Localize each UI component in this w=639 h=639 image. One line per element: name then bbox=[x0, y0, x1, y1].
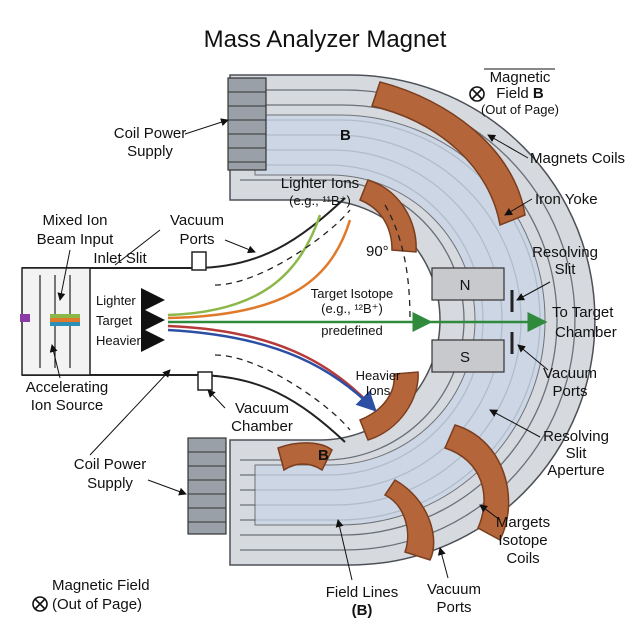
inlet-tube bbox=[22, 197, 346, 443]
coil-stack-bottom bbox=[187, 437, 227, 535]
beam-target-label: Target bbox=[96, 313, 133, 328]
label-accel-2: Ion Source bbox=[31, 397, 104, 414]
label-target-iso-1: Target Isotope bbox=[311, 286, 393, 301]
magnet-coils bbox=[277, 81, 526, 561]
label-vacuum-ports-right-2: Ports bbox=[552, 383, 587, 400]
label-vacuum-ports-top-2: Ports bbox=[179, 231, 214, 248]
label-margets-1: Margets bbox=[496, 514, 550, 531]
label-vacuum-chamber-2: Chamber bbox=[231, 418, 293, 435]
label-to-target-2: Chamber bbox=[555, 324, 617, 341]
label-heavier-ions-2: Ions bbox=[366, 383, 391, 398]
coil-stack-top bbox=[227, 77, 267, 171]
label-vacuum-ports-bottom-1: Vacuum bbox=[427, 581, 481, 598]
field-out-of-page-icon bbox=[32, 596, 48, 612]
b-label-top: B bbox=[340, 127, 351, 144]
label-target-iso-2: (e.g., ¹²B⁺) bbox=[321, 301, 383, 316]
label-lighter-ions-1: Lighter Ions bbox=[281, 175, 359, 192]
label-coil-power-top-2: Supply bbox=[127, 143, 173, 160]
legend-bottom-line2: (Out of Page) bbox=[52, 596, 142, 613]
diagram-title: Mass Analyzer Magnet bbox=[204, 26, 447, 53]
callout-labels: Coil Power Supply Magnets Coils Iron Yok… bbox=[26, 118, 625, 619]
ion-source bbox=[20, 267, 91, 376]
label-mixed-1: Mixed Ion bbox=[42, 212, 107, 229]
pole-s-label: S bbox=[460, 349, 470, 366]
angle-label: 90° bbox=[366, 243, 389, 260]
b-label-bottom: B bbox=[318, 447, 329, 464]
ion-beams bbox=[167, 214, 548, 412]
legend-top-line2: Field B bbox=[496, 85, 544, 102]
legend-top-line1: Magnetic bbox=[490, 69, 551, 86]
label-inlet-slit: Inlet Slit bbox=[93, 250, 147, 267]
label-coil-power-top-1: Coil Power bbox=[114, 125, 187, 142]
pole-pieces: N S bbox=[431, 267, 505, 373]
label-iron-yoke: Iron Yoke bbox=[535, 191, 598, 208]
label-margets-3: Coils bbox=[506, 550, 539, 567]
label-mixed-2: Beam Input bbox=[37, 231, 115, 248]
label-vacuum-ports-right-1: Vacuum bbox=[543, 365, 597, 382]
label-resolving-slit-1: Resolving bbox=[532, 244, 598, 261]
label-accel-1: Accelerating bbox=[26, 379, 109, 396]
label-to-target-1: To Target bbox=[552, 304, 614, 321]
label-vacuum-chamber-1: Vacuum bbox=[235, 400, 289, 417]
label-coil-power-bottom-2: Supply bbox=[87, 475, 133, 492]
legend-top-line3: (Out of Page) bbox=[481, 102, 559, 117]
beam-heavier-label: Heavier bbox=[96, 333, 141, 348]
label-vacuum-ports-bottom-2: Ports bbox=[436, 599, 471, 616]
label-margets-2: Isotope bbox=[498, 532, 547, 549]
label-resolving-aperture-3: Aperture bbox=[547, 462, 605, 479]
label-resolving-aperture-2: Slit bbox=[566, 445, 588, 462]
label-field-lines-1: Field Lines bbox=[326, 584, 399, 601]
pole-n-label: N bbox=[460, 277, 471, 294]
beam-legend: Lighter Target Heavier bbox=[96, 288, 165, 352]
label-heavier-ions-1: Heavier bbox=[356, 368, 401, 383]
label-magnets-coils: Magnets Coils bbox=[530, 150, 625, 167]
label-resolving-slit-2: Slit bbox=[555, 261, 577, 278]
label-lighter-ions-2: (e.g., ¹¹B⁺) bbox=[289, 193, 351, 208]
field-out-of-page-icon bbox=[469, 86, 485, 102]
label-resolving-aperture-1: Resolving bbox=[543, 428, 609, 445]
label-target-iso-3: predefined bbox=[321, 323, 382, 338]
legend-bottom-line1: Magnetic Field bbox=[52, 577, 150, 594]
label-coil-power-bottom-1: Coil Power bbox=[74, 456, 147, 473]
label-field-lines-2: (B) bbox=[352, 602, 373, 619]
label-vacuum-ports-top-1: Vacuum bbox=[170, 212, 224, 229]
beam-lighter-label: Lighter bbox=[96, 293, 136, 308]
angle-markers: 90° bbox=[214, 204, 411, 431]
